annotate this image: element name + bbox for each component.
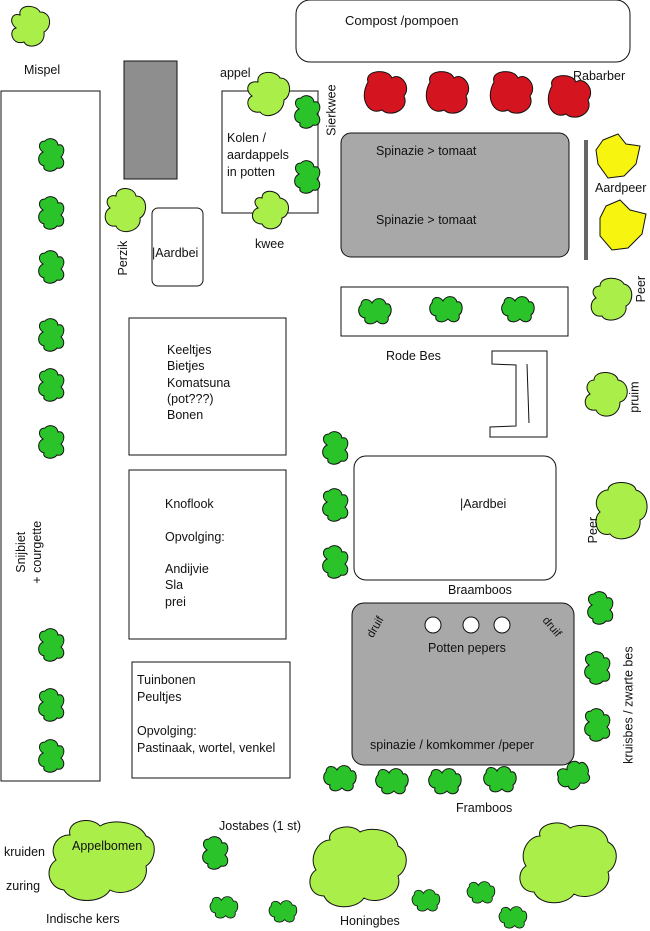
bed-tuinbonen xyxy=(131,661,291,779)
aardpeer-label: Aardpeer xyxy=(595,181,647,195)
pruim-label: pruim xyxy=(627,381,642,413)
perzik-label: Perzik xyxy=(116,240,131,276)
framboos-plant xyxy=(375,768,409,795)
appel-tree xyxy=(247,72,290,116)
kwee-label: kwee xyxy=(255,237,285,251)
appelbomen-label: Appelbomen xyxy=(72,839,143,853)
framboos-plant xyxy=(428,768,462,795)
bed-keeltjes-label: Keeltjes Bietjes Komatsuna (pot???) Bone… xyxy=(167,343,231,422)
honingbes-small xyxy=(411,889,441,912)
braamboos-plant xyxy=(322,545,349,579)
appel-label: appel xyxy=(220,66,251,80)
zuring-label: zuring xyxy=(6,879,41,893)
pruim-tree xyxy=(584,372,628,417)
snijbiet-label: Snijbiet + courgette xyxy=(14,520,45,584)
framboos-plant xyxy=(323,765,357,792)
kruisbes-plant xyxy=(584,708,611,742)
kruisbes-label: kruisbes / zwarte bes xyxy=(621,646,636,764)
honingbes-bush-2 xyxy=(519,822,617,904)
kruisbes-plant xyxy=(587,591,614,625)
compost-label: Compost /pompoen xyxy=(345,13,459,28)
rabarber-plants xyxy=(363,71,592,118)
peer-tree-2 xyxy=(595,482,648,540)
kolen-label: Kolen / aardappels in potten xyxy=(227,131,289,179)
aardbei-big-label: |Aardbei xyxy=(460,497,507,511)
spinazie-bed xyxy=(340,132,570,258)
jostabes-bush xyxy=(209,896,239,919)
peer-label-2: Peer xyxy=(586,516,601,544)
peppers-bed xyxy=(351,602,575,766)
rabarber-label: Rabarber xyxy=(573,69,626,83)
potten-pepers-label: Potten pepers xyxy=(428,641,506,655)
aardbei-bed-small xyxy=(151,207,204,287)
bench-line xyxy=(526,363,530,424)
sierkwee-label: Sierkwee xyxy=(324,84,339,136)
honingbes-bush-1 xyxy=(309,826,407,908)
peer-tree-1 xyxy=(590,277,633,321)
honingbes-label: Honingbes xyxy=(340,914,400,928)
shed xyxy=(123,60,178,180)
kruiden-label: kruiden xyxy=(4,845,45,859)
jostabes-label: Jostabes (1 st) xyxy=(219,819,301,833)
appelbomen xyxy=(48,820,155,901)
pepper-pot xyxy=(462,616,480,634)
kruisbes-plant xyxy=(584,651,611,685)
perzik-tree xyxy=(104,188,146,233)
aardbei-bed-big xyxy=(353,455,557,581)
braamboos-plant xyxy=(322,431,349,465)
kwee-tree xyxy=(252,190,289,230)
pepper-pot xyxy=(493,616,511,634)
bed-keeltjes xyxy=(128,317,287,456)
aardpeer-plants xyxy=(595,133,647,251)
bed-knoflook-label: Knoflook Opvolging: Andijvie Sla prei xyxy=(165,497,225,609)
indische-kers-label: Indische kers xyxy=(46,912,120,926)
mispel-label: Mispel xyxy=(24,63,61,77)
jostabes-bush xyxy=(268,900,298,923)
braamboos-label: Braamboos xyxy=(448,583,512,597)
mispel-tree xyxy=(11,5,50,47)
bed-tuinbonen-label: Tuinbonen Peultjes Opvolging: Pastinaak,… xyxy=(137,673,276,755)
pepper-pot xyxy=(424,616,442,634)
aardbei-small-label: |Aardbei xyxy=(152,246,199,260)
aardpeer-fence xyxy=(584,140,588,260)
spinazie-label-2: Spinazie > tomaat xyxy=(376,213,477,227)
peer-label-1: Peer xyxy=(634,275,649,303)
jostabes-bush xyxy=(202,836,229,870)
spinazie-komkommer-label: spinazie / komkommer /peper xyxy=(370,738,534,752)
compost-bed xyxy=(295,0,631,63)
braamboos-plant xyxy=(322,488,349,522)
honingbes-small xyxy=(466,881,496,904)
bed-knoflook xyxy=(128,469,287,640)
bench xyxy=(489,350,548,438)
rode-bes-label: Rode Bes xyxy=(386,349,441,363)
spinazie-label-1: Spinazie > tomaat xyxy=(376,144,477,158)
honingbes-small xyxy=(498,906,528,929)
framboos-plant xyxy=(483,766,517,793)
framboos-label: Framboos xyxy=(456,801,513,815)
